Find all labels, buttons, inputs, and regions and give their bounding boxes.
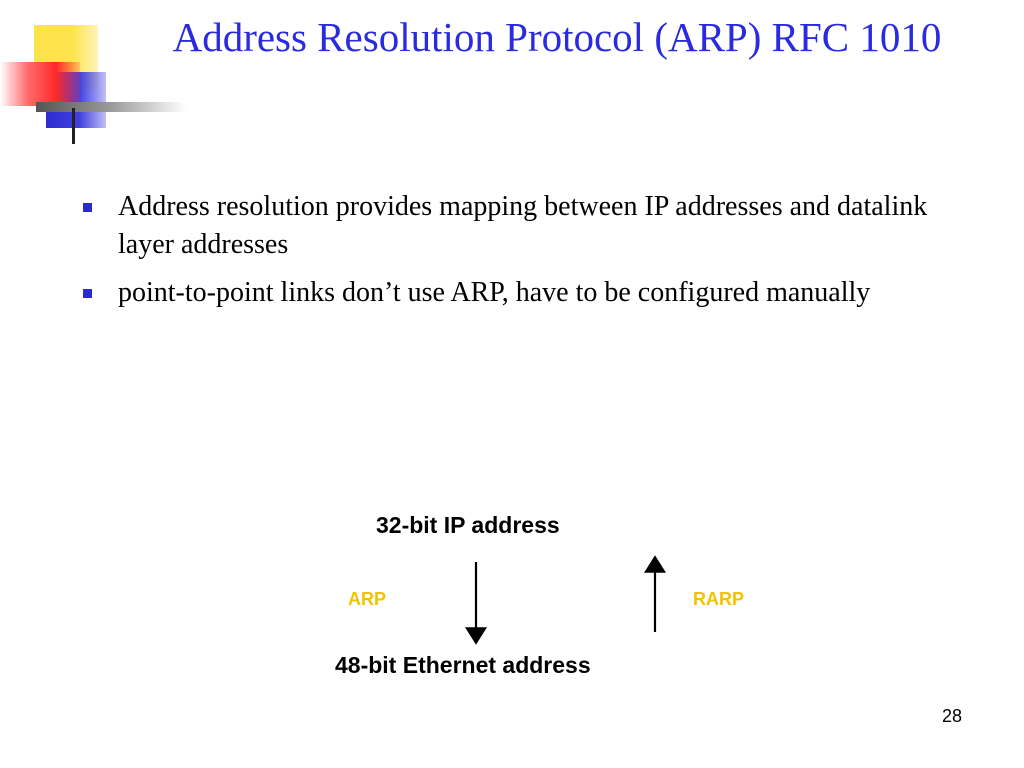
bullet-item: point-to-point links don’t use ARP, have… [78,274,958,312]
ip-address-label: 32-bit IP address [376,512,560,538]
slide-logo [0,0,200,150]
bullet-text: Address resolution provides mapping betw… [118,191,928,260]
square-bullet-icon [83,203,92,212]
bullet-item: Address resolution provides mapping betw… [78,188,958,264]
logo-gray-bar [36,102,186,112]
square-bullet-icon [83,289,92,298]
logo-stem [72,108,75,144]
slide-title: Address Resolution Protocol (ARP) RFC 10… [172,14,942,60]
rarp-label: RARP [693,589,745,609]
bullet-list: Address resolution provides mapping betw… [78,188,958,322]
logo-red-bar [0,62,80,106]
page-number: 28 [941,706,962,726]
arp-label: ARP [348,589,387,609]
ethernet-address-label: 48-bit Ethernet address [335,652,591,678]
bullet-text: point-to-point links don’t use ARP, have… [118,277,871,308]
